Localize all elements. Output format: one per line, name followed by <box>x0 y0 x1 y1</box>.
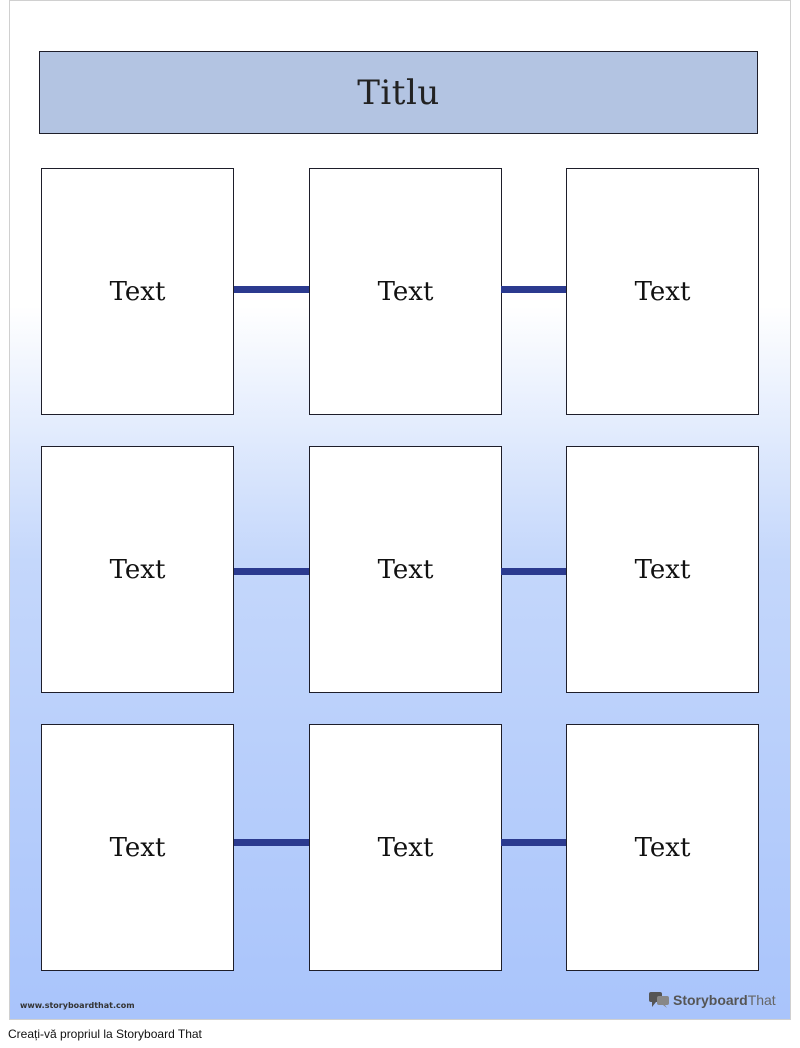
card-text: Text <box>109 832 166 863</box>
card-text: Text <box>377 832 434 863</box>
brand-name-bold: Storyboard <box>673 992 748 1008</box>
text-card-r1-c1: Text <box>41 168 234 415</box>
speech-bubbles-icon <box>648 991 670 1009</box>
text-card-r2-c3: Text <box>566 446 759 693</box>
connector-line <box>234 839 310 846</box>
text-card-r2-c1: Text <box>41 446 234 693</box>
card-text: Text <box>377 554 434 585</box>
worksheet-sheet: Titlu Text Text Text Text Text Text Text… <box>9 0 791 1020</box>
card-text: Text <box>109 276 166 307</box>
title-box: Titlu <box>39 51 758 134</box>
connector-line <box>501 568 567 575</box>
text-card-r3-c3: Text <box>566 724 759 971</box>
card-text: Text <box>634 554 691 585</box>
connector-line <box>234 286 310 293</box>
text-card-r1-c2: Text <box>309 168 502 415</box>
card-text: Text <box>109 554 166 585</box>
card-text: Text <box>634 276 691 307</box>
storyboardthat-logo[interactable]: StoryboardThat <box>648 991 776 1009</box>
text-card-r2-c2: Text <box>309 446 502 693</box>
card-text: Text <box>634 832 691 863</box>
brand-name-light: That <box>747 992 776 1008</box>
text-card-r3-c2: Text <box>309 724 502 971</box>
text-card-r3-c1: Text <box>41 724 234 971</box>
brand-name: StoryboardThat <box>673 992 776 1008</box>
footer-url[interactable]: www.storyboardthat.com <box>20 1001 135 1010</box>
connector-line <box>501 839 567 846</box>
card-text: Text <box>377 276 434 307</box>
page-caption: Creați-vă propriul la Storyboard That <box>8 1027 202 1041</box>
title-text: Titlu <box>357 72 440 113</box>
text-card-r1-c3: Text <box>566 168 759 415</box>
connector-line <box>234 568 310 575</box>
connector-line <box>501 286 567 293</box>
